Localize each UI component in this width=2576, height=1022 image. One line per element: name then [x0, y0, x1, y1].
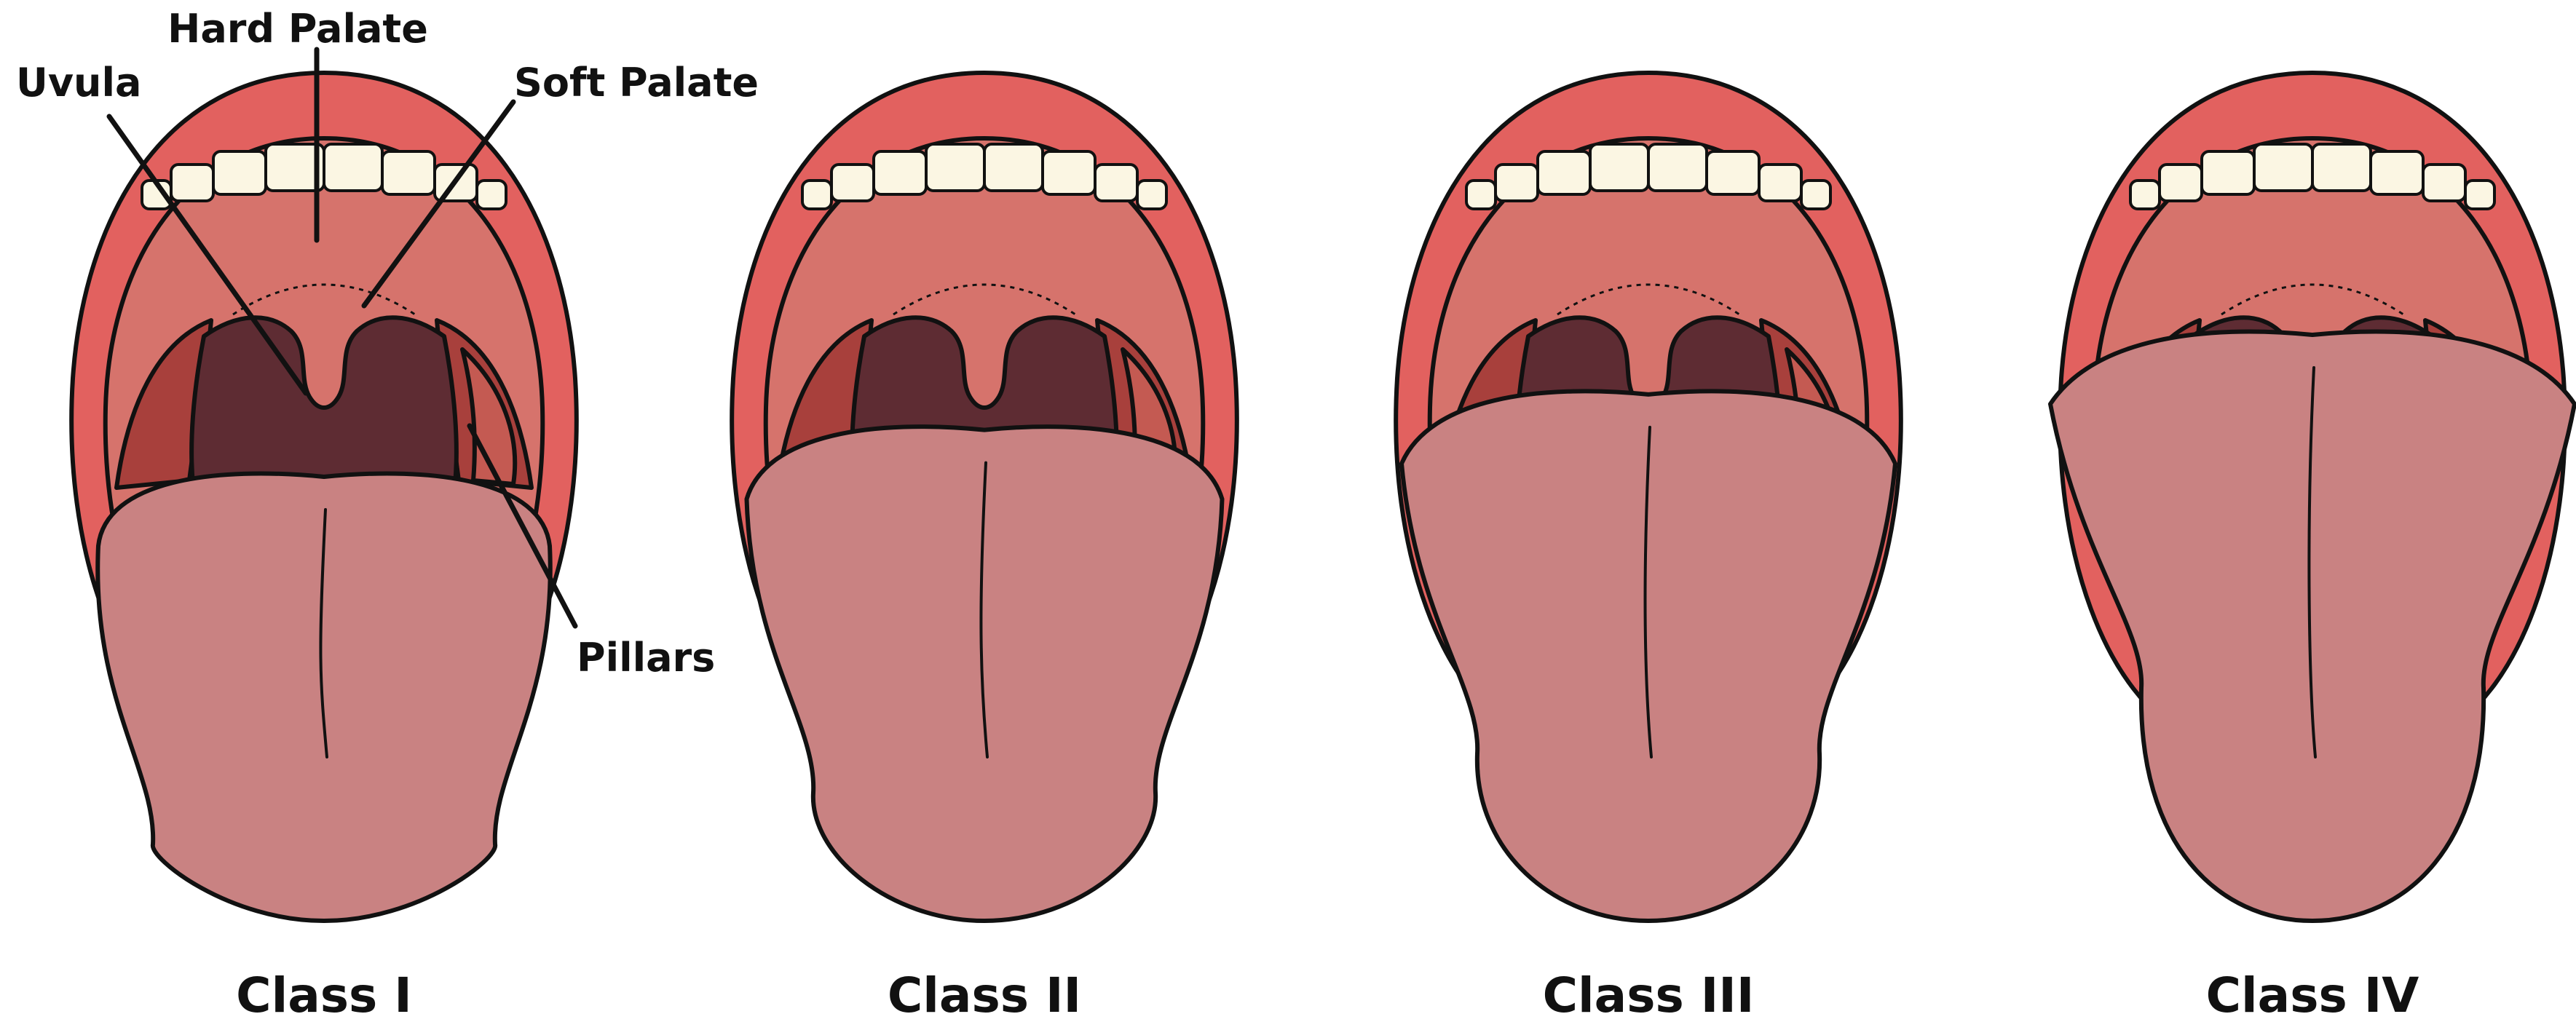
- tooth: [1759, 165, 1801, 201]
- tooth: [874, 151, 926, 194]
- class-labels: Class I Class II Class III Class IV: [236, 967, 2419, 1022]
- tooth: [2130, 181, 2160, 209]
- mouth-illustrations: [71, 73, 2575, 921]
- tooth: [1538, 151, 1590, 194]
- tooth: [1590, 144, 1648, 191]
- tooth: [1801, 181, 1830, 209]
- tooth: [2371, 151, 2423, 194]
- tooth: [1043, 151, 1095, 194]
- tooth: [1095, 165, 1137, 201]
- tooth: [1707, 151, 1759, 194]
- tooth: [802, 181, 831, 209]
- soft-palate-label: Soft Palate: [514, 60, 759, 106]
- tooth: [831, 165, 874, 201]
- mouth-class-3: [1396, 73, 1901, 921]
- class-label-4: Class IV: [2206, 967, 2419, 1022]
- tooth: [926, 144, 984, 191]
- tooth: [324, 144, 382, 191]
- uvula-label: Uvula: [16, 60, 141, 106]
- tooth: [2202, 151, 2254, 194]
- tooth: [2254, 144, 2312, 191]
- tooth: [984, 144, 1043, 191]
- mouth-class-2: [732, 73, 1237, 921]
- class-label-2: Class II: [888, 967, 1081, 1022]
- tooth: [477, 181, 506, 209]
- tooth: [1137, 181, 1166, 209]
- tooth: [2465, 181, 2494, 209]
- tooth: [1496, 165, 1538, 201]
- tooth: [213, 151, 266, 194]
- tooth: [1466, 181, 1496, 209]
- mouth-class-1: [71, 73, 577, 921]
- class-label-3: Class III: [1543, 967, 1755, 1022]
- pillars-label: Pillars: [577, 635, 715, 681]
- tooth: [2312, 144, 2371, 191]
- class-label-1: Class I: [236, 967, 412, 1022]
- hard-palate-label: Hard Palate: [167, 6, 428, 52]
- tooth: [2160, 165, 2202, 201]
- tooth: [382, 151, 435, 194]
- tooth: [2423, 165, 2465, 201]
- tooth: [1648, 144, 1707, 191]
- tooth: [171, 165, 213, 201]
- mouth-class-4: [2050, 73, 2575, 921]
